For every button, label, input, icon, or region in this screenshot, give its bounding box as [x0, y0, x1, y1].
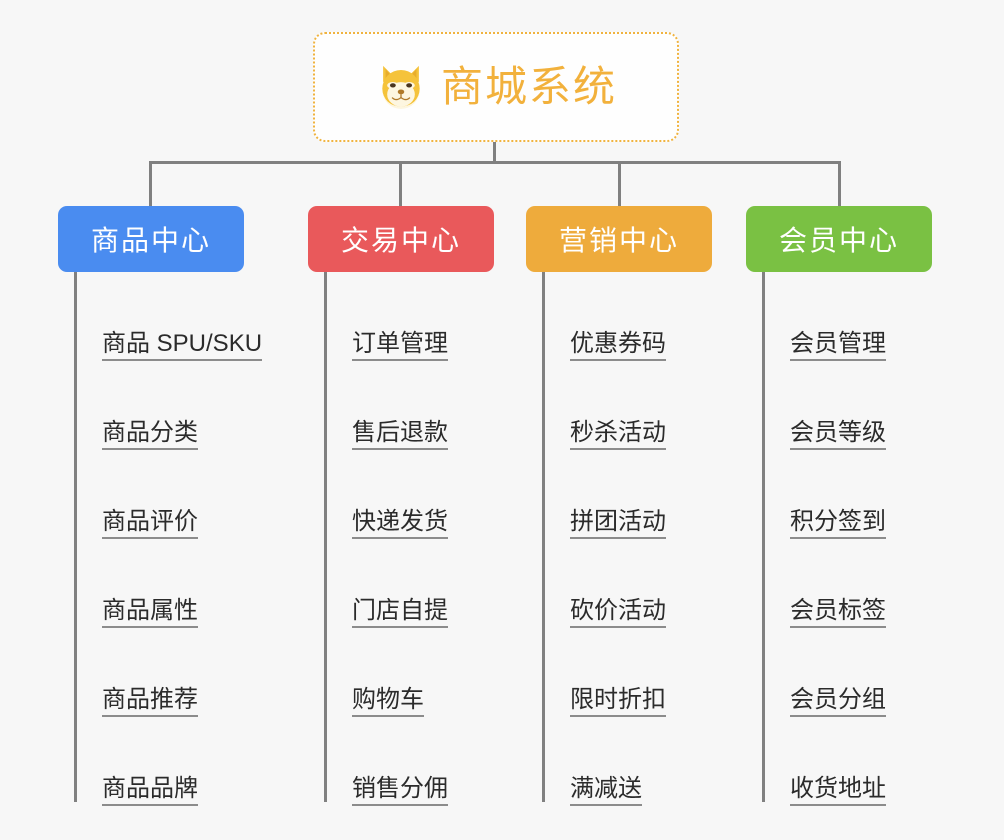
leaf-list-2: 订单管理 售后退款 快递发货 门店自提 购物车 销售分佣 [324, 272, 554, 806]
leaf-label: 销售分佣 [352, 776, 448, 806]
leaf-item[interactable]: 商品分类 [74, 361, 304, 450]
leaf-label: 订单管理 [352, 331, 448, 361]
leaf-item[interactable]: 商品属性 [74, 539, 304, 628]
category-header-2[interactable]: 交易中心 [308, 206, 494, 272]
connector-horizontal-bus [149, 161, 841, 164]
leaf-label: 会员标签 [790, 598, 886, 628]
leaf-item[interactable]: 会员分组 [762, 628, 992, 717]
leaf-label: 收货地址 [790, 776, 886, 806]
leaf-label: 会员等级 [790, 420, 886, 450]
leaf-label: 满减送 [570, 776, 642, 806]
connector-drop-1 [149, 161, 152, 207]
leaf-item[interactable]: 积分签到 [762, 450, 992, 539]
leaf-label: 优惠券码 [570, 331, 666, 361]
leaf-item[interactable]: 商品 SPU/SKU [74, 272, 304, 361]
leaf-label: 商品 SPU/SKU [102, 331, 263, 361]
leaf-item[interactable]: 购物车 [324, 628, 554, 717]
root-title: 商城系统 [440, 63, 617, 110]
leaf-label: 会员管理 [790, 331, 886, 361]
leaf-label: 商品分类 [102, 420, 198, 450]
shiba-dog-face-icon [382, 65, 420, 109]
leaf-item[interactable]: 拼团活动 [542, 450, 772, 539]
leaf-item[interactable]: 砍价活动 [542, 539, 772, 628]
leaf-item[interactable]: 商品品牌 [74, 717, 304, 806]
leaf-item[interactable]: 商品推荐 [74, 628, 304, 717]
leaf-list-1: 商品 SPU/SKU 商品分类 商品评价 商品属性 商品推荐 商品品牌 [74, 272, 304, 806]
leaf-label: 购物车 [352, 687, 424, 717]
leaf-item[interactable]: 限时折扣 [542, 628, 772, 717]
leaf-item[interactable]: 满减送 [542, 717, 772, 806]
connector-drop-3 [618, 161, 621, 207]
leaf-label: 商品品牌 [102, 776, 198, 806]
connector-drop-2 [399, 161, 402, 207]
column-spine-2 [324, 272, 327, 802]
leaf-item[interactable]: 优惠券码 [542, 272, 772, 361]
leaf-item[interactable]: 商品评价 [74, 450, 304, 539]
leaf-list-3: 优惠券码 秒杀活动 拼团活动 砍价活动 限时折扣 满减送 [542, 272, 772, 806]
leaf-label: 商品评价 [102, 509, 198, 539]
leaf-label: 商品属性 [102, 598, 198, 628]
leaf-item[interactable]: 快递发货 [324, 450, 554, 539]
leaf-item[interactable]: 订单管理 [324, 272, 554, 361]
category-header-3[interactable]: 营销中心 [526, 206, 712, 272]
category-header-1[interactable]: 商品中心 [58, 206, 244, 272]
leaf-item[interactable]: 会员等级 [762, 361, 992, 450]
leaf-label: 拼团活动 [570, 509, 666, 539]
leaf-item[interactable]: 销售分佣 [324, 717, 554, 806]
leaf-item[interactable]: 售后退款 [324, 361, 554, 450]
root-node[interactable]: 商城系统 [313, 32, 679, 142]
column-spine-3 [542, 272, 545, 802]
leaf-item[interactable]: 收货地址 [762, 717, 992, 806]
leaf-item[interactable]: 会员标签 [762, 539, 992, 628]
connector-drop-4 [838, 161, 841, 207]
leaf-label: 商品推荐 [102, 687, 198, 717]
leaf-item[interactable]: 秒杀活动 [542, 361, 772, 450]
leaf-item[interactable]: 门店自提 [324, 539, 554, 628]
leaf-label: 门店自提 [352, 598, 448, 628]
leaf-label: 会员分组 [790, 687, 886, 717]
column-spine-1 [74, 272, 77, 802]
leaf-label: 积分签到 [790, 509, 886, 539]
connector-root-stem [493, 142, 496, 163]
column-spine-4 [762, 272, 765, 802]
category-header-4[interactable]: 会员中心 [746, 206, 932, 272]
leaf-label: 售后退款 [352, 420, 448, 450]
leaf-list-4: 会员管理 会员等级 积分签到 会员标签 会员分组 收货地址 [762, 272, 992, 806]
leaf-item[interactable]: 会员管理 [762, 272, 992, 361]
leaf-label: 秒杀活动 [570, 420, 666, 450]
leaf-label: 砍价活动 [570, 598, 666, 628]
leaf-label: 快递发货 [352, 509, 448, 539]
leaf-label: 限时折扣 [570, 687, 666, 717]
